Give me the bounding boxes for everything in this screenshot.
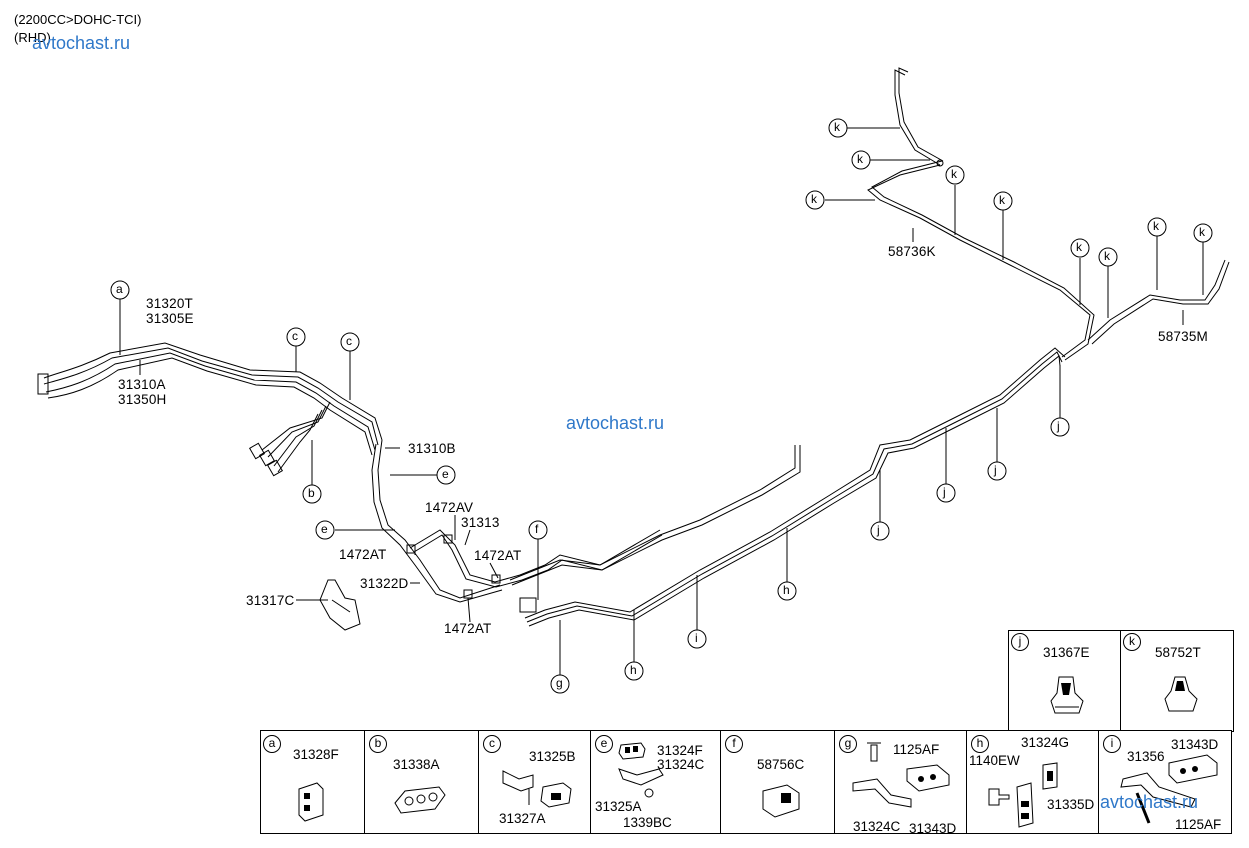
callout-k: k bbox=[1153, 219, 1159, 233]
legend-part: 31324G bbox=[1021, 735, 1070, 750]
bolt-bracket-icon bbox=[852, 742, 950, 808]
watermark: avtochast.ru bbox=[1100, 792, 1199, 812]
clip-icon bbox=[762, 784, 800, 818]
legend-part: 31325B bbox=[529, 749, 576, 764]
callout-k: k bbox=[1104, 249, 1110, 263]
part-label: 31320T bbox=[146, 296, 193, 311]
callout-c: c bbox=[346, 334, 352, 348]
clip-bolt-icon bbox=[988, 762, 1058, 828]
legend-part: 31324F bbox=[657, 743, 703, 758]
legend-part: 31328F bbox=[293, 747, 339, 762]
legend-box-e: e 31324F 31324C 31325A 1339BC bbox=[590, 730, 722, 834]
legend-part: 31325A bbox=[595, 799, 642, 814]
legend-box-h: h 31324G 1140EW 31335D bbox=[966, 730, 1100, 834]
legend-box-k: k 58752T bbox=[1120, 630, 1234, 732]
callout-e: e bbox=[442, 467, 449, 481]
part-label: 31310A bbox=[118, 377, 166, 392]
part-label: 1472AT bbox=[444, 621, 492, 636]
callout-b: b bbox=[308, 486, 315, 500]
legend-letter: h bbox=[971, 735, 989, 753]
legend-part: 31367E bbox=[1043, 645, 1090, 660]
legend-letter: k bbox=[1123, 633, 1141, 651]
legend-box-f: f 58756C bbox=[720, 730, 836, 834]
leader-lines bbox=[119, 127, 1204, 675]
part-label: 58735M bbox=[1158, 329, 1208, 344]
legend-letter: i bbox=[1103, 735, 1121, 753]
legend-letter: e bbox=[595, 735, 613, 753]
watermark: avtochast.ru bbox=[32, 33, 131, 53]
legend-part: 58756C bbox=[757, 757, 805, 772]
callout-k: k bbox=[999, 193, 1005, 207]
clip-icon bbox=[1164, 676, 1198, 712]
callout-g: g bbox=[556, 676, 563, 690]
legend-letter: f bbox=[725, 735, 743, 753]
callout-i: i bbox=[695, 631, 698, 645]
callout-e: e bbox=[321, 522, 328, 536]
legend-box-i: i 31356 31343D 1125AF bbox=[1098, 730, 1232, 834]
legend-part: 31338A bbox=[393, 757, 440, 772]
engine-spec-label: (2200CC>DOHC-TCI) bbox=[14, 12, 142, 27]
part-label: 31350H bbox=[118, 392, 167, 407]
rear-pipes bbox=[509, 67, 1230, 627]
part-label: 58736K bbox=[888, 244, 936, 259]
legend-box-b: b 31338A bbox=[364, 730, 480, 834]
part-label: 31317C bbox=[246, 593, 295, 608]
legend-part: 31327A bbox=[499, 811, 546, 826]
callout-h: h bbox=[630, 663, 637, 677]
clamp-icon bbox=[394, 786, 446, 814]
legend-part: 31324C bbox=[657, 757, 705, 772]
legend-part: 1339BC bbox=[623, 815, 672, 830]
legend-part: 1125AF bbox=[1175, 817, 1222, 832]
legend-part: 58752T bbox=[1155, 645, 1201, 660]
legend-letter: g bbox=[839, 735, 857, 753]
legend-box-c: c 31325B 31327A bbox=[478, 730, 592, 834]
front-pipe-bundle bbox=[37, 342, 383, 477]
callout-circles bbox=[110, 118, 1213, 694]
callout-k: k bbox=[1199, 225, 1205, 239]
callout-h: h bbox=[783, 583, 790, 597]
legend-part: 31335D bbox=[1047, 797, 1095, 812]
legend-part: 1140EW bbox=[969, 753, 1020, 768]
legend-box-g: g 1125AF 31324C 31343D bbox=[834, 730, 968, 836]
drive-side-label: (RHD) bbox=[14, 30, 51, 45]
callout-k: k bbox=[1076, 240, 1082, 254]
legend-letter: c bbox=[483, 735, 501, 753]
legend-letter: a bbox=[263, 735, 281, 753]
callout-j: j bbox=[994, 463, 997, 477]
legend-part: 1125AF bbox=[893, 742, 940, 757]
part-label: 1472AT bbox=[339, 547, 387, 562]
bracket-31317c bbox=[319, 579, 361, 631]
callout-f: f bbox=[535, 522, 539, 536]
legend-part: 31324C bbox=[853, 819, 901, 834]
callout-k: k bbox=[857, 152, 863, 166]
legend-box-a: a 31328F bbox=[260, 730, 366, 834]
clamp-icon bbox=[298, 782, 324, 822]
clip-icon bbox=[1050, 676, 1084, 714]
part-label: 31305E bbox=[146, 311, 194, 326]
callout-c: c bbox=[292, 329, 298, 343]
part-label: 1472AT bbox=[474, 548, 522, 563]
bracket-clamp-icon bbox=[502, 770, 572, 808]
legend-box-j: j 31367E bbox=[1008, 630, 1122, 732]
part-label: 31322D bbox=[360, 576, 409, 591]
callout-j: j bbox=[1057, 419, 1060, 433]
bracket-bolt-icon bbox=[1120, 754, 1218, 824]
callout-k: k bbox=[834, 120, 840, 134]
part-label: 31313 bbox=[461, 515, 500, 530]
clamp-bracket-icon bbox=[618, 742, 664, 798]
callout-j: j bbox=[877, 523, 880, 537]
legend-part: 31343D bbox=[1171, 737, 1219, 752]
legend-part: 31356 bbox=[1127, 749, 1165, 764]
callout-k: k bbox=[811, 192, 817, 206]
callout-a: a bbox=[116, 282, 123, 296]
part-label: 31310B bbox=[408, 441, 456, 456]
legend-part: 31343D bbox=[909, 821, 957, 836]
watermark: avtochast.ru bbox=[566, 413, 665, 433]
callout-k: k bbox=[951, 167, 957, 181]
callout-j: j bbox=[943, 485, 946, 499]
legend-letter: b bbox=[369, 735, 387, 753]
part-label: 1472AV bbox=[425, 500, 474, 515]
legend-letter: j bbox=[1011, 633, 1029, 651]
